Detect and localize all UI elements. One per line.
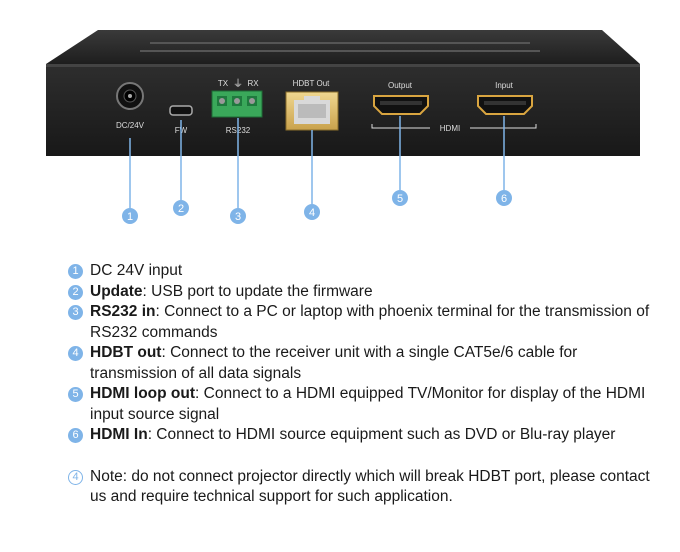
tx-label: TX xyxy=(218,79,229,88)
svg-text:2: 2 xyxy=(178,203,184,215)
svg-text:5: 5 xyxy=(397,193,403,205)
legend-item-hdmi-in: 6 HDMI In: Connect to HDMI source equipm… xyxy=(68,425,668,446)
note-text: Note: do not connect projector directly … xyxy=(90,467,650,506)
legend-number: 5 xyxy=(68,387,83,402)
legend-text: : Connect to HDMI source equipment such … xyxy=(147,426,616,443)
hdmi-group-label: HDMI xyxy=(440,124,460,133)
callout-marker-4: 4 xyxy=(304,204,320,220)
rj45-port xyxy=(285,91,339,131)
ground-symbol: ⏚ xyxy=(233,78,243,90)
hdmi-input-port xyxy=(477,95,533,115)
legend-text: DC 24V input xyxy=(90,262,183,279)
legend-text: : Connect to the receiver unit with a si… xyxy=(90,344,578,382)
dc-power-jack xyxy=(116,82,144,110)
legend-number: 1 xyxy=(68,264,83,279)
legend-note: 4 Note: do not connect projector directl… xyxy=(68,467,668,508)
legend-title: Update xyxy=(90,282,143,300)
svg-text:3: 3 xyxy=(235,211,241,223)
note-number: 4 xyxy=(68,469,83,485)
legend-item-dc: 1 DC 24V input xyxy=(68,261,668,282)
callout-lines xyxy=(129,116,505,208)
legend-number: 2 xyxy=(68,284,83,300)
svg-text:6: 6 xyxy=(501,193,507,205)
legend-text: : Connect to a HDMI equipped TV/Monitor … xyxy=(90,385,646,423)
input-label: Input xyxy=(495,81,514,90)
vent-dots xyxy=(140,42,540,52)
device-back-panel-illustration: DC/24V FW TX ⏚ RX RS232 HDBT Out Output … xyxy=(46,30,640,224)
legend-title: HDMI loop out xyxy=(90,385,196,402)
output-label: Output xyxy=(388,81,413,90)
svg-text:4: 4 xyxy=(309,207,315,219)
callout-marker-3: 3 xyxy=(230,208,246,224)
hdmi-group-bracket xyxy=(371,124,537,129)
legend-text: : USB port to update the firmware xyxy=(142,282,373,300)
chassis-face xyxy=(46,64,640,156)
hdmi-output-port xyxy=(373,95,429,115)
hdbt-out-label: HDBT Out xyxy=(293,79,331,88)
legend-number: 4 xyxy=(68,346,83,361)
legend-number: 3 xyxy=(68,305,83,320)
callout-marker-1: 1 xyxy=(122,208,138,224)
legend-number: 6 xyxy=(68,428,83,443)
svg-text:1: 1 xyxy=(127,211,133,223)
callout-marker-2: 2 xyxy=(173,200,189,216)
port-legend: 1 DC 24V input 2 Update: USB port to upd… xyxy=(68,261,668,508)
legend-item-hdbt: 4 HDBT out: Connect to the receiver unit… xyxy=(68,343,668,384)
callout-marker-6: 6 xyxy=(496,190,512,206)
legend-text: : Connect to a PC or laptop with phoenix… xyxy=(90,303,650,341)
dc-port-label: DC/24V xyxy=(116,121,145,130)
callout-marker-5: 5 xyxy=(392,190,408,206)
legend-title: HDMI In xyxy=(90,426,148,443)
chassis-top xyxy=(46,30,640,64)
rx-label: RX xyxy=(247,79,259,88)
rs232-terminal-block xyxy=(211,90,263,118)
legend-item-hdmi-loop-out: 5 HDMI loop out: Connect to a HDMI equip… xyxy=(68,384,668,425)
legend-title: RS232 in xyxy=(90,303,156,320)
legend-item-update: 2 Update: USB port to update the firmwar… xyxy=(68,282,668,303)
legend-title: HDBT out xyxy=(90,344,162,361)
usb-port xyxy=(169,105,193,116)
legend-item-rs232: 3 RS232 in: Connect to a PC or laptop wi… xyxy=(68,302,668,343)
